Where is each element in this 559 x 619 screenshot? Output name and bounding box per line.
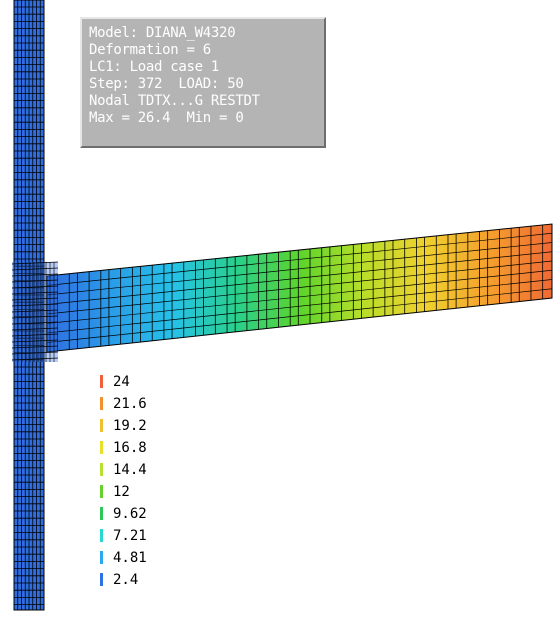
joint-mesh-line [11, 315, 59, 319]
info-line-result: Nodal TDTX...G RESTDT [89, 93, 260, 109]
joint-mesh-line [11, 357, 59, 361]
legend-label: 24 [113, 374, 130, 390]
color-legend: 24 21.6 19.2 16.8 14.4 12 9.62 7.21 4.81… [100, 373, 220, 613]
legend-swatch [100, 375, 103, 388]
legend-swatch [100, 551, 103, 564]
beam-mesh-line [46, 251, 553, 305]
joint-mesh-line [11, 339, 59, 343]
joint-mesh-line [11, 285, 59, 289]
beam-mesh-line [46, 269, 553, 324]
info-line-deformation: Deformation = 6 [89, 42, 211, 58]
legend-label: 4.81 [113, 550, 147, 566]
joint-mesh-line [11, 321, 59, 325]
legend-swatch [100, 573, 103, 586]
legend-label: 14.4 [113, 462, 147, 478]
joint-mesh-line [11, 291, 59, 295]
legend-swatch [100, 441, 103, 454]
legend-item: 2.4 [100, 571, 220, 589]
legend-swatch [100, 419, 103, 432]
legend-swatch [100, 507, 103, 520]
legend-label: 12 [113, 484, 130, 500]
legend-item: 21.6 [100, 395, 220, 413]
legend-label: 19.2 [113, 418, 147, 434]
legend-item: 14.4 [100, 461, 220, 479]
legend-label: 7.21 [113, 528, 147, 544]
legend-item: 9.62 [100, 505, 220, 523]
joint-mesh-line [11, 327, 59, 331]
joint-mesh-line [11, 279, 59, 283]
legend-swatch [100, 485, 103, 498]
beam-mesh-line [46, 288, 553, 343]
joint-mesh-line [11, 309, 59, 313]
legend-swatch [100, 529, 103, 542]
joint-mesh-line [11, 351, 59, 355]
joint-mesh-line [11, 303, 59, 307]
legend-item: 16.8 [100, 439, 220, 457]
legend-swatch [100, 463, 103, 476]
legend-item: 24 [100, 373, 220, 391]
beam-mesh [11, 223, 553, 362]
legend-label: 21.6 [113, 396, 147, 412]
legend-label: 16.8 [113, 440, 147, 456]
info-line-maxmin: Max = 26.4 Min = 0 [89, 110, 244, 126]
legend-swatch [100, 397, 103, 410]
legend-label: 9.62 [113, 506, 147, 522]
beam-mesh-line [46, 242, 553, 296]
legend-item: 12 [100, 483, 220, 501]
beam-mesh-line [46, 260, 553, 315]
joint-mesh-line [11, 267, 59, 271]
legend-item: 4.81 [100, 549, 220, 567]
beam-mesh-line [46, 232, 553, 286]
legend-item: 7.21 [100, 527, 220, 545]
legend-label: 2.4 [113, 572, 139, 588]
beam-mesh-line [46, 279, 553, 334]
legend-item: 19.2 [100, 417, 220, 435]
joint-mesh-line [11, 273, 59, 277]
info-line-step: Step: 372 LOAD: 50 [89, 76, 244, 92]
model-info-box: Model: DIANA_W4320 Deformation = 6 LC1: … [80, 17, 326, 148]
joint-mesh-line [11, 297, 59, 301]
joint-mesh-line [11, 333, 59, 337]
beam-body [46, 223, 553, 353]
joint-mesh-line [11, 345, 59, 349]
joint-mesh-line [11, 261, 59, 265]
info-line-loadcase: LC1: Load case 1 [89, 59, 220, 75]
info-line-model: Model: DIANA_W4320 [89, 25, 236, 41]
